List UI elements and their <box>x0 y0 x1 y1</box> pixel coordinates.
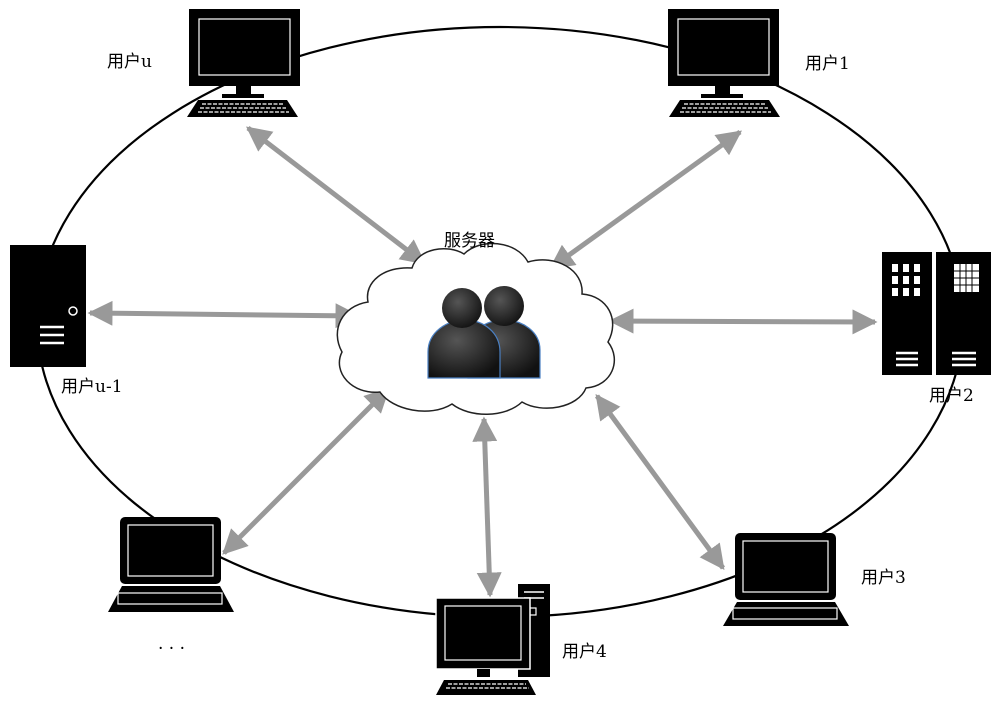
label-user-4: 用户4 <box>562 642 607 662</box>
arrow-user-u-1 <box>87 300 361 329</box>
laptop-icon-left <box>108 517 234 612</box>
laptop-icon-user-3 <box>723 533 849 626</box>
label-user-1: 用户1 <box>805 54 850 74</box>
desktop-icon-user-u <box>187 9 300 117</box>
ellipsis: · · · <box>158 639 185 659</box>
rack-server-icon-user-2 <box>882 252 991 375</box>
arrow-user-3 <box>594 393 726 571</box>
tower-server-icon-user-u-1 <box>10 245 86 367</box>
server-people-icon <box>427 286 541 379</box>
label-server: 服务器 <box>444 231 495 251</box>
arrow-user-u <box>246 126 426 265</box>
desktop-with-tower-icon-user-4 <box>435 584 550 695</box>
arrow-user-1 <box>548 129 743 271</box>
desktop-icon-user-1 <box>668 9 780 117</box>
arrow-user-4 <box>472 416 502 598</box>
connection-arrows <box>87 126 878 598</box>
label-user-2: 用户2 <box>929 386 974 406</box>
arrow-laptop-left <box>222 387 390 555</box>
arrow-user-2 <box>608 308 878 335</box>
label-user-u-1: 用户u-1 <box>61 377 123 397</box>
label-user-3: 用户3 <box>861 568 906 588</box>
label-user-u: 用户u <box>107 52 152 72</box>
